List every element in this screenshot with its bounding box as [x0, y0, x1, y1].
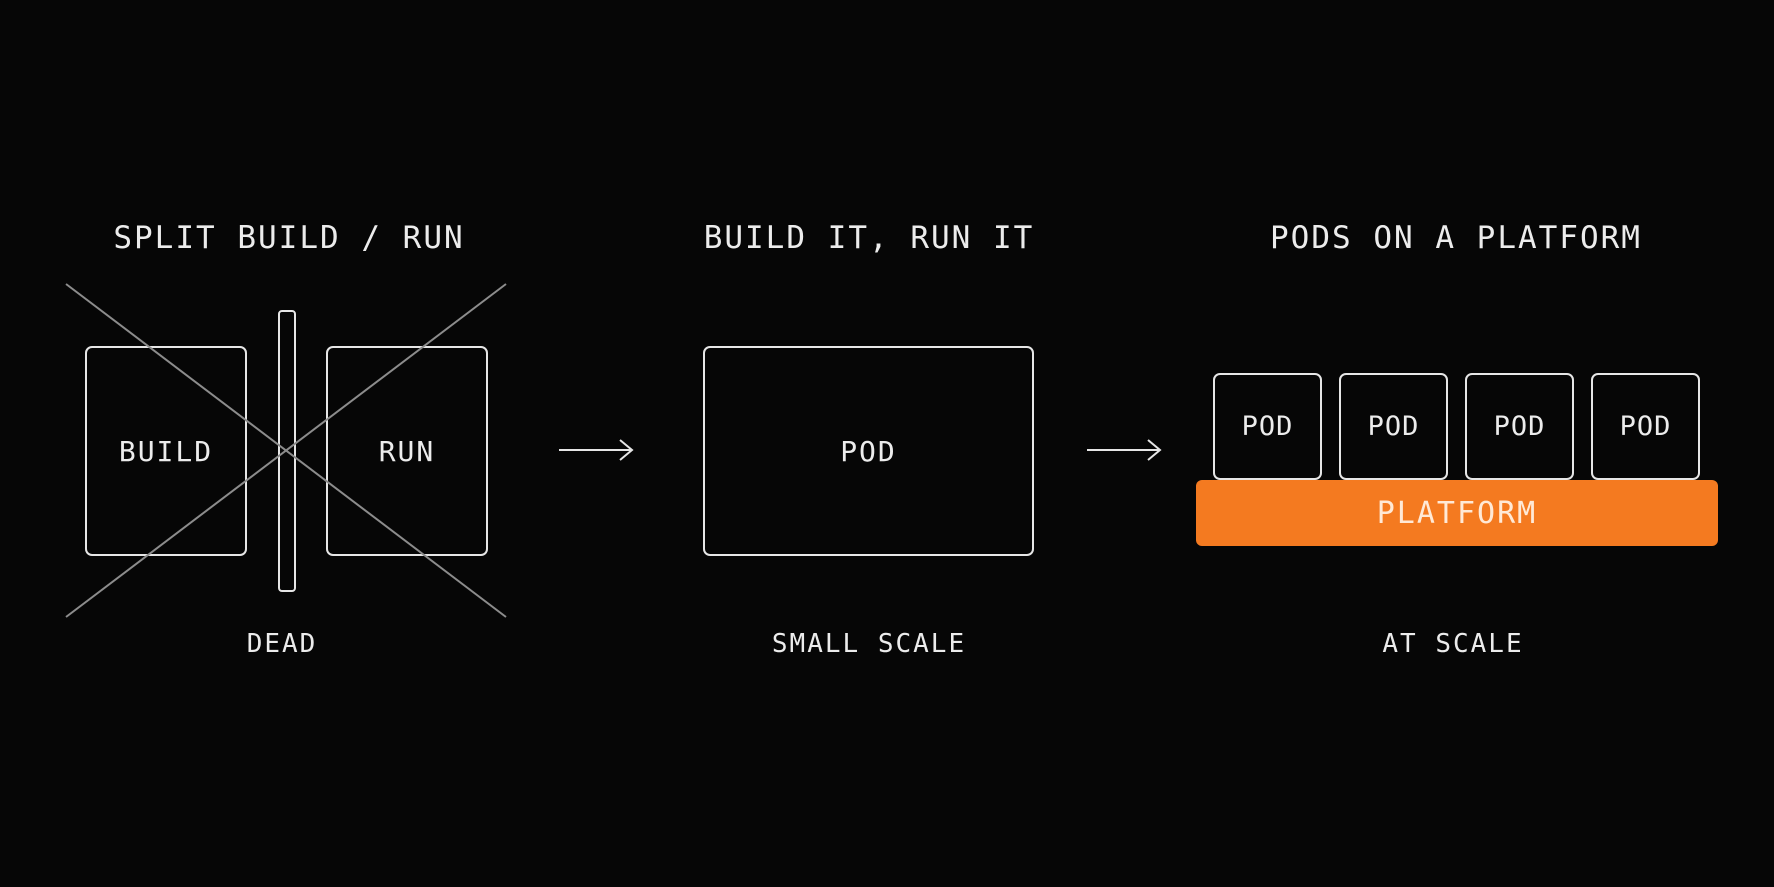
platform-bar: PLATFORM	[1196, 480, 1718, 546]
platform-heading: PODS ON A PLATFORM	[1270, 220, 1642, 256]
run-label: RUN	[378, 434, 436, 468]
pod-label-large: POD	[840, 434, 897, 468]
platform-label: PLATFORM	[1376, 495, 1538, 531]
pod-box-1: POD	[1213, 373, 1322, 480]
split-heading: SPLIT BUILD / RUN	[113, 220, 465, 256]
pod-label-1: POD	[1241, 411, 1294, 442]
single-heading: BUILD IT, RUN IT	[703, 220, 1035, 256]
pod-box-large: POD	[703, 346, 1034, 556]
pod-box-4: POD	[1591, 373, 1700, 480]
pod-label-3: POD	[1493, 411, 1546, 442]
single-caption: SMALL SCALE	[771, 629, 967, 659]
pod-box-2: POD	[1339, 373, 1448, 480]
wall-divider	[278, 310, 296, 592]
right-arrow-icon	[559, 439, 634, 461]
pod-label-2: POD	[1367, 411, 1420, 442]
platform-caption: AT SCALE	[1382, 629, 1524, 659]
build-box: BUILD	[85, 346, 247, 556]
right-arrow-icon	[1087, 439, 1162, 461]
run-box: RUN	[326, 346, 488, 556]
pod-label-4: POD	[1619, 411, 1672, 442]
split-caption: DEAD	[246, 629, 318, 659]
build-label: BUILD	[118, 434, 214, 468]
pod-box-3: POD	[1465, 373, 1574, 480]
